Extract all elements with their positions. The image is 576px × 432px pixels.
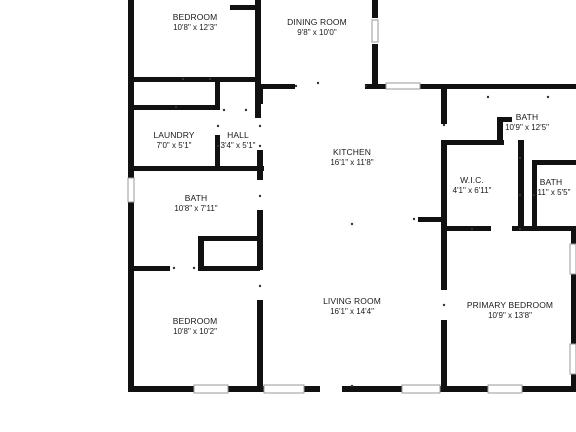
room-bedroom-bottom: BEDROOM 10'8" x 10'2" xyxy=(160,316,230,337)
room-name: BEDROOM xyxy=(172,316,218,326)
room-name: KITCHEN xyxy=(332,147,371,157)
room-dimensions: 3'4" x 5'1" xyxy=(220,141,256,150)
room-name: BATH xyxy=(539,177,563,187)
room-dining: DINING ROOM 9'8" x 10'0" xyxy=(278,17,356,38)
room-laundry: LAUNDRY 7'0" x 5'1" xyxy=(146,130,202,151)
room-name: HALL xyxy=(227,130,249,140)
room-dimensions: 10'9" x 12'5" xyxy=(505,123,549,132)
room-hall: HALL 3'4" x 5'1" xyxy=(216,130,260,151)
room-dimensions: 10'9" x 13'8" xyxy=(488,311,532,320)
room-dimensions: 10'8" x 7'11" xyxy=(174,204,218,213)
door-markers xyxy=(172,77,550,388)
room-name: PRIMARY BEDROOM xyxy=(466,300,554,310)
room-dimensions: 16'1" x 14'4" xyxy=(330,307,374,316)
room-primary-bedroom: PRIMARY BEDROOM 10'9" x 13'8" xyxy=(458,300,562,321)
room-living: LIVING ROOM 16'1" x 14'4" xyxy=(312,296,392,317)
room-dimensions: 4'1" x 6'11" xyxy=(452,186,492,195)
room-wic: W.I.C. 4'1" x 6'11" xyxy=(446,175,498,196)
room-dimensions: 9'8" x 10'0" xyxy=(297,28,337,37)
room-name: BATH xyxy=(184,193,208,203)
room-name: BEDROOM xyxy=(172,12,218,22)
room-name: DINING ROOM xyxy=(287,17,347,27)
room-bath-primary: BATH 10'9" x 12'5" xyxy=(496,112,558,133)
room-name: W.I.C. xyxy=(460,175,484,185)
room-name: BATH xyxy=(515,112,539,122)
room-bath-small: BATH 2'11" x 5'5" xyxy=(528,177,574,198)
room-name: LIVING ROOM xyxy=(323,296,381,306)
room-dimensions: 10'8" x 10'2" xyxy=(173,327,217,336)
room-name: LAUNDRY xyxy=(153,130,195,140)
room-bath-left: BATH 10'8" x 7'11" xyxy=(164,193,228,214)
room-bedroom-top: BEDROOM 10'8" x 12'3" xyxy=(162,12,228,33)
windows xyxy=(127,19,576,394)
room-dimensions: 7'0" x 5'1" xyxy=(156,141,192,150)
room-dimensions: 2'11" x 5'5" xyxy=(531,188,571,197)
room-dimensions: 16'1" x 11'8" xyxy=(330,158,374,167)
room-kitchen: KITCHEN 16'1" x 11'8" xyxy=(316,147,388,168)
room-dimensions: 10'8" x 12'3" xyxy=(173,23,217,32)
